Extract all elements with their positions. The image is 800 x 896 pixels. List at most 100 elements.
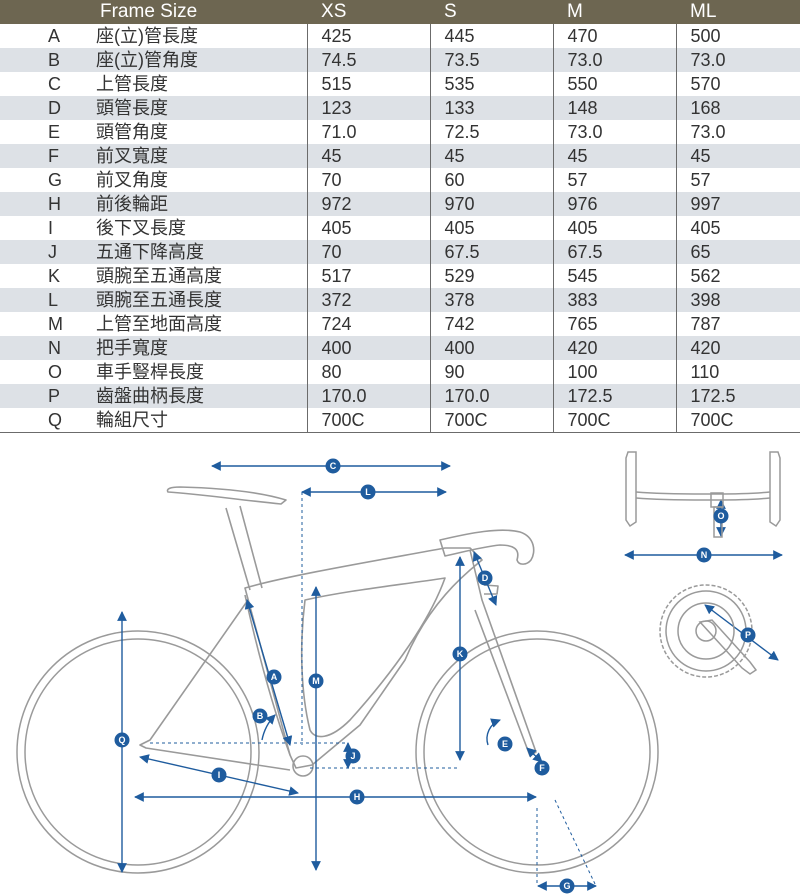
row-value-m: 100 bbox=[553, 360, 677, 384]
row-value-xs: 515 bbox=[307, 72, 431, 96]
row-measure-name: 上管長度 bbox=[94, 72, 308, 96]
row-letter: A bbox=[48, 26, 61, 46]
row-measure-name: 前叉寬度 bbox=[94, 144, 308, 168]
marker-label: F bbox=[539, 763, 545, 773]
marker-h: H bbox=[349, 789, 365, 805]
row-letter: B bbox=[0, 48, 94, 72]
row-value-xs: 74.5 bbox=[307, 48, 431, 72]
row-measure-name: 座(立)管角度 bbox=[94, 48, 308, 72]
row-value-s: 133 bbox=[430, 96, 554, 120]
marker-label: H bbox=[354, 792, 361, 802]
row-value-xs: 123 bbox=[307, 96, 431, 120]
rear-wheel bbox=[16, 630, 260, 874]
table-header-row: Frame Size XS S M ML bbox=[0, 0, 800, 24]
row-value-s: 742 bbox=[430, 312, 554, 336]
row-value-m: 765 bbox=[553, 312, 677, 336]
marker-label: O bbox=[717, 511, 724, 521]
row-value-xs: 400 bbox=[307, 336, 431, 360]
row-letter: M bbox=[48, 314, 63, 334]
marker-label: M bbox=[312, 676, 320, 686]
row-value-ml: 65 bbox=[676, 240, 800, 264]
marker-label: N bbox=[701, 550, 708, 560]
row-value-xs: 972 bbox=[307, 192, 431, 216]
row-value-ml: 172.5 bbox=[676, 384, 800, 408]
front-wheel bbox=[415, 630, 659, 874]
marker-p: P bbox=[740, 627, 756, 643]
marker-i: I bbox=[211, 767, 227, 783]
row-value-xs: 71.0 bbox=[307, 120, 431, 144]
row-value-xs: 425 bbox=[307, 24, 431, 48]
row-value-s: 67.5 bbox=[430, 240, 554, 264]
marker-label: K bbox=[457, 649, 464, 659]
row-value-ml: 45 bbox=[676, 144, 800, 168]
row-measure-name: 頭腕至五通高度 bbox=[94, 264, 308, 288]
row-value-s: 90 bbox=[430, 360, 554, 384]
header-size-xs: XS bbox=[307, 0, 431, 24]
row-letter: I bbox=[48, 218, 54, 238]
row-value-m: 67.5 bbox=[553, 240, 677, 264]
row-letter: N bbox=[0, 336, 94, 360]
chainring-crank bbox=[659, 584, 758, 678]
row-value-ml: 110 bbox=[690, 362, 720, 382]
row-value-ml: 997 bbox=[676, 192, 800, 216]
row-value-s: 73.5 bbox=[430, 48, 554, 72]
row-value-s: 170.0 bbox=[430, 384, 554, 408]
row-value-xs: 372 bbox=[307, 288, 431, 312]
row-measure-name: 後下叉長度 bbox=[94, 216, 308, 240]
row-value-ml: 787 bbox=[690, 314, 721, 334]
row-value-xs: 70 bbox=[307, 168, 431, 192]
bike-frame bbox=[139, 486, 537, 777]
row-value-m: 45 bbox=[553, 144, 677, 168]
row-value-xs: 80 bbox=[307, 360, 431, 384]
row-value-m: 57 bbox=[553, 168, 677, 192]
marker-k: K bbox=[452, 646, 468, 662]
marker-label: A bbox=[271, 672, 278, 682]
row-value-m: 73.0 bbox=[553, 120, 677, 144]
row-value-s: 400 bbox=[430, 336, 554, 360]
row-value-ml: 500 bbox=[690, 26, 721, 46]
row-value-m: 550 bbox=[553, 72, 677, 96]
row-measure-name: 齒盤曲柄長度 bbox=[94, 384, 308, 408]
row-value-m: 420 bbox=[553, 336, 677, 360]
row-value-m: 148 bbox=[553, 96, 677, 120]
row-value-m: 172.5 bbox=[553, 384, 677, 408]
row-value-xs: 724 bbox=[307, 312, 431, 336]
row-measure-name: 輪組尺寸 bbox=[94, 408, 308, 433]
row-letter: H bbox=[0, 192, 94, 216]
row-value-m: 405 bbox=[553, 216, 677, 240]
row-value-xs: 405 bbox=[307, 216, 431, 240]
marker-label: P bbox=[745, 630, 751, 640]
row-value-m: 700C bbox=[553, 408, 677, 433]
marker-label: I bbox=[218, 770, 221, 780]
row-value-s: 529 bbox=[430, 264, 554, 288]
row-measure-name: 頭腕至五通長度 bbox=[94, 288, 308, 312]
row-value-s: 970 bbox=[430, 192, 554, 216]
marker-c: C bbox=[325, 458, 341, 474]
row-value-ml: 398 bbox=[676, 288, 800, 312]
header-frame-size: Frame Size bbox=[0, 0, 308, 24]
row-value-s: 700C bbox=[430, 408, 554, 433]
row-value-ml: 562 bbox=[690, 266, 721, 286]
row-letter: O bbox=[48, 362, 63, 382]
row-value-ml: 73.0 bbox=[676, 48, 800, 72]
row-measure-name: 座(立)管長度 bbox=[94, 24, 308, 48]
marker-o: O bbox=[713, 508, 729, 524]
row-letter: G bbox=[48, 170, 63, 190]
row-value-m: 383 bbox=[553, 288, 677, 312]
row-measure-name: 頭管角度 bbox=[94, 120, 308, 144]
row-value-ml: 420 bbox=[676, 336, 800, 360]
row-value-ml: 57 bbox=[690, 170, 711, 190]
marker-label: G bbox=[563, 881, 570, 891]
